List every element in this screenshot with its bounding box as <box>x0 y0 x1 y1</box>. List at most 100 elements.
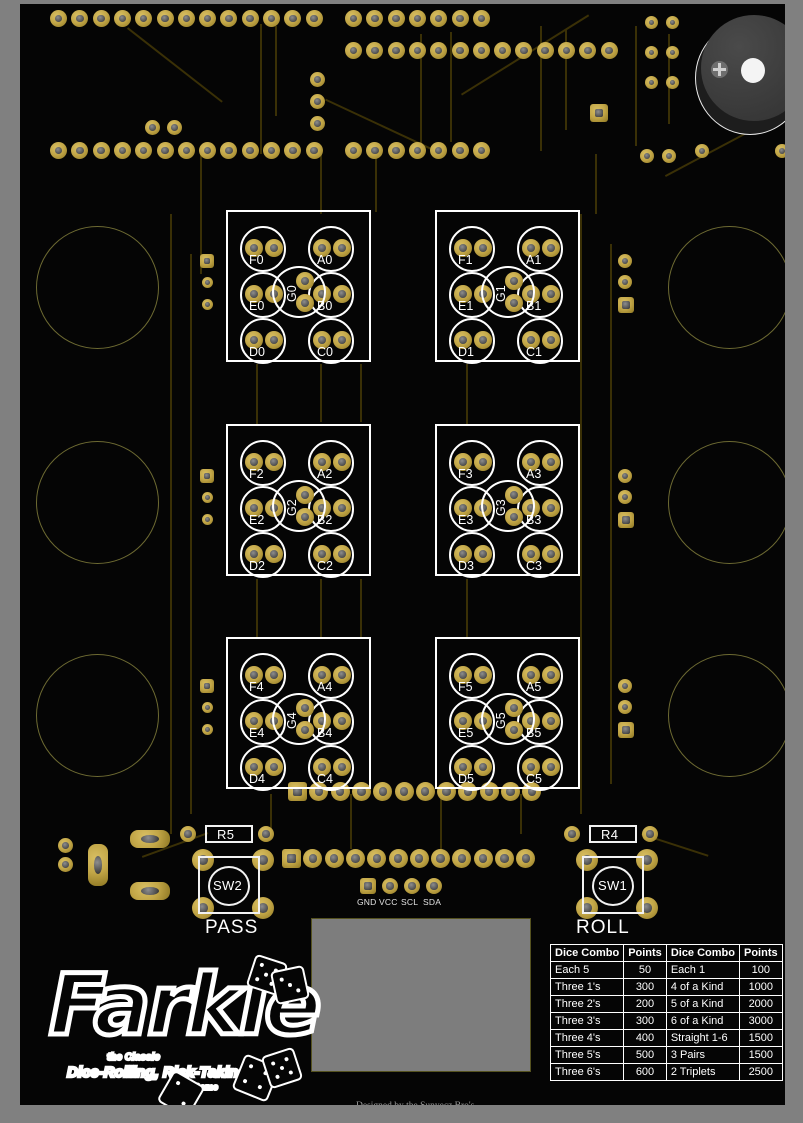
pad-drill-hole <box>182 14 191 23</box>
pad-drill-hole <box>250 290 258 298</box>
solder-pad <box>645 76 658 89</box>
pad-drill-hole <box>287 854 296 863</box>
pad-drill-hole <box>430 882 438 890</box>
solder-pad <box>645 16 658 29</box>
led-pad <box>265 453 283 471</box>
pad-drill-hole <box>527 787 536 796</box>
pad-drill-hole <box>595 109 603 117</box>
switch-sw1-circle <box>592 866 634 906</box>
solder-pad <box>618 722 634 738</box>
solder-pad <box>202 702 213 713</box>
solder-pad <box>177 142 195 159</box>
credit-text: Designed by the Sunyecz Bro's <box>356 1101 474 1105</box>
solder-pad <box>387 42 405 59</box>
pad-drill-hole <box>477 14 486 23</box>
led-b2: B2 <box>308 486 354 532</box>
led-pad <box>522 666 540 684</box>
pad-drill-hole <box>141 887 159 895</box>
led-pad <box>313 666 331 684</box>
solder-pad <box>113 142 131 159</box>
pad-drill-hole <box>584 46 592 55</box>
led-d3: D3 <box>449 532 495 578</box>
copper-trace <box>260 24 262 154</box>
table-cell: 4 of a Kind <box>665 978 741 996</box>
solder-pad <box>71 142 89 159</box>
led-label: D4 <box>249 772 265 786</box>
solder-pad <box>200 679 214 693</box>
pad-drill-hole <box>203 14 212 23</box>
resistor-r5-body <box>205 825 253 843</box>
led-pad <box>265 666 283 684</box>
pad-drill-hole <box>310 14 318 23</box>
pad-drill-hole <box>510 704 518 712</box>
copper-trace <box>190 254 192 814</box>
pad-drill-hole <box>54 146 63 155</box>
buzzer-component <box>693 11 785 139</box>
pad-drill-hole <box>648 19 655 26</box>
pad-drill-hole <box>301 704 309 712</box>
led-label: D5 <box>458 772 474 786</box>
pad-drill-hole <box>421 787 430 796</box>
solder-pad <box>202 299 213 310</box>
led-pad <box>522 453 540 471</box>
led-pad <box>245 331 263 349</box>
table-cell: 200 <box>623 995 667 1013</box>
pad-drill-hole <box>568 830 576 838</box>
table-cell: 600 <box>623 1063 667 1081</box>
solder-pad <box>472 10 490 27</box>
pad-drill-hole <box>225 14 233 23</box>
pad-drill-hole <box>198 855 208 865</box>
solder-pad <box>284 142 302 159</box>
copper-trace <box>420 34 422 154</box>
pad-drill-hole <box>258 903 268 913</box>
led-label: C4 <box>317 772 333 786</box>
pad-drill-hole <box>669 49 676 56</box>
pad-drill-hole <box>506 787 515 796</box>
table-cell: 400 <box>623 1029 667 1047</box>
pad-drill-hole <box>498 46 507 55</box>
pad-drill-hole <box>698 147 706 155</box>
pad-drill-hole <box>459 763 467 771</box>
led-pad <box>333 239 351 257</box>
pad-drill-hole <box>459 336 467 344</box>
led-pad <box>454 666 472 684</box>
pad-drill-hole <box>250 244 258 252</box>
pad-drill-hole <box>621 703 629 711</box>
pad-drill-hole <box>510 491 518 499</box>
pad-drill-hole <box>314 787 323 796</box>
copper-trace <box>270 794 272 834</box>
led-pad <box>245 499 263 517</box>
pad-drill-hole <box>547 458 555 466</box>
copper-trace <box>595 154 597 214</box>
pad-drill-hole <box>582 903 592 913</box>
pad-drill-hole <box>182 146 191 155</box>
pad-drill-hole <box>582 855 592 865</box>
solder-pad <box>618 469 632 483</box>
led-pad <box>474 666 492 684</box>
led-g0: G0 <box>272 266 326 318</box>
solder-pad <box>404 878 420 894</box>
pad-drill-hole <box>621 257 629 265</box>
led-pad <box>542 499 560 517</box>
pad-drill-hole <box>547 244 555 252</box>
led-pad <box>333 666 351 684</box>
pad-drill-hole <box>477 146 486 155</box>
solder-pad <box>382 878 398 894</box>
solder-pad <box>366 42 384 59</box>
pad-drill-hole <box>203 146 212 155</box>
solder-pad <box>58 838 73 853</box>
roll-button-label: ROLL <box>576 917 630 938</box>
solder-pad <box>618 297 634 313</box>
pad-drill-hole <box>54 14 63 23</box>
solder-pad <box>387 142 405 159</box>
solder-pad <box>200 254 214 268</box>
led-label: G3 <box>494 499 508 516</box>
pad-drill-hole <box>621 493 629 501</box>
solder-pad <box>451 10 469 27</box>
led-c0: C0 <box>308 318 354 364</box>
solder-pad <box>473 849 493 868</box>
